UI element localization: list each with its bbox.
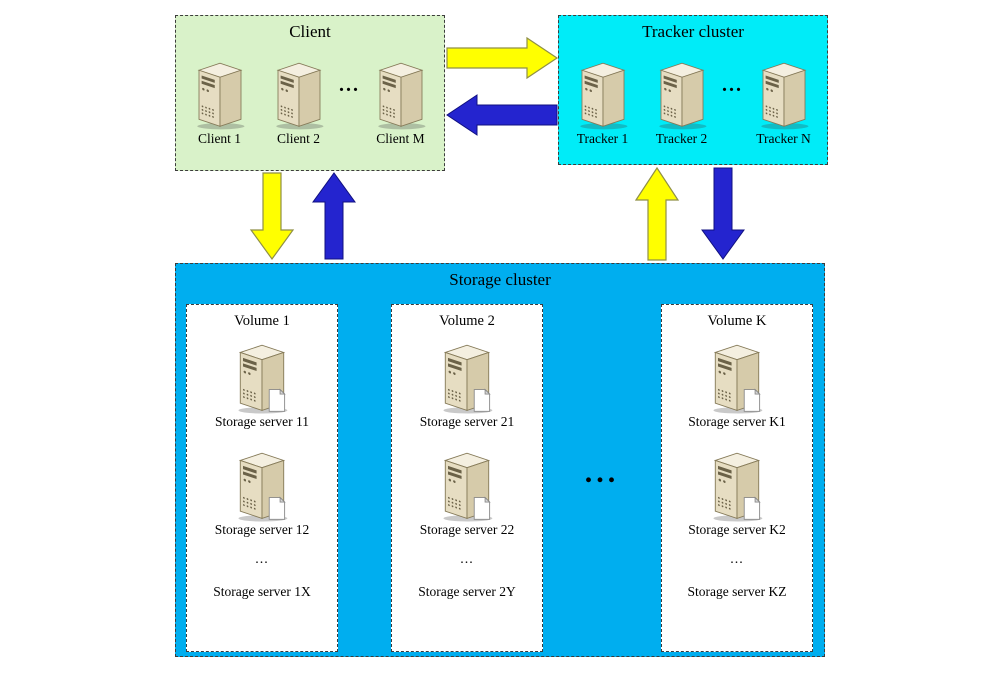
arrow-tracker-to-storage: [701, 167, 745, 260]
storage-server-label: Storage server 2Y: [418, 584, 516, 599]
tracker-box-title: Tracker cluster: [642, 22, 744, 41]
storage-server-doc-icon: [438, 338, 496, 414]
client-server-item: Client 2: [259, 56, 338, 147]
server-tower-icon: [192, 56, 248, 130]
storage-box-title: Storage cluster: [449, 270, 551, 289]
arrow-client-to-tracker: [446, 36, 559, 80]
volume-box-1: Volume 1 Storage server 11 Storage serve…: [186, 304, 338, 652]
storage-server-doc-icon: [233, 446, 291, 522]
storage-server-doc-icon: [438, 446, 496, 522]
tracker-ellipsis: ...: [722, 74, 743, 96]
storage-server-doc-icon: [708, 446, 766, 522]
volume-box-k: Volume K Storage server K1 Storage serve…: [661, 304, 813, 652]
tracker-cluster-box: Tracker cluster Tracker 1 Tracker 2 ... …: [558, 15, 828, 165]
storage-server-label: Storage server 1X: [213, 584, 311, 599]
client-server-row: Client 1 Client 2 ... Client M: [180, 56, 440, 147]
storage-server-label: Storage server K2: [688, 522, 786, 537]
tracker-server-label: Tracker 1: [576, 131, 629, 146]
arrow-storage-to-tracker: [634, 166, 680, 261]
storage-cluster-box: Storage cluster Volume 1 Storage server …: [175, 263, 825, 657]
client-server-label: Client 2: [276, 131, 321, 146]
server-tower-icon: [373, 56, 429, 130]
storage-server-doc-icon: [708, 338, 766, 414]
tracker-server-item: Tracker 1: [563, 56, 642, 147]
client-server-item: Client 1: [180, 56, 259, 147]
volume-ellipsis: ...: [730, 552, 744, 567]
volume-title: Volume 1: [234, 313, 290, 329]
tracker-server-row: Tracker 1 Tracker 2 ... Tracker N: [563, 56, 823, 147]
storage-server-label: Storage server 21: [419, 414, 515, 429]
arrow-tracker-to-client: [446, 94, 558, 136]
client-server-item: Client M: [361, 56, 440, 147]
client-box-title: Client: [289, 22, 331, 41]
tracker-server-item: Tracker N: [744, 56, 823, 147]
volume-title: Volume 2: [439, 313, 495, 329]
volume-ellipsis: ...: [460, 552, 474, 567]
client-server-label: Client 1: [197, 131, 242, 146]
server-tower-icon: [575, 56, 631, 130]
tracker-server-item: Tracker 2: [642, 56, 721, 147]
arrow-client-to-storage: [249, 172, 295, 261]
volume-ellipsis: ...: [255, 552, 269, 567]
volume-box-2: Volume 2 Storage server 21 Storage serve…: [391, 304, 543, 652]
storage-server-label: Storage server K1: [688, 414, 786, 429]
tracker-server-label: Tracker 2: [655, 131, 708, 146]
tracker-server-label: Tracker N: [756, 131, 811, 146]
storage-server-doc-icon: [233, 338, 291, 414]
server-tower-icon: [654, 56, 710, 130]
volume-title: Volume K: [707, 313, 767, 329]
storage-server-label: Storage server 11: [215, 414, 309, 429]
storage-volumes-ellipsis: ...: [584, 456, 620, 489]
server-tower-icon: [271, 56, 327, 130]
client-ellipsis: ...: [339, 74, 360, 96]
storage-server-label: Storage server 12: [214, 522, 310, 537]
client-server-label: Client M: [376, 131, 425, 146]
storage-server-label: Storage server 22: [419, 522, 515, 537]
arrow-storage-to-client: [312, 172, 356, 260]
storage-server-label: Storage server KZ: [687, 584, 787, 599]
server-tower-icon: [756, 56, 812, 130]
client-cluster-box: Client Client 1 Client 2 ... Client M: [175, 15, 445, 171]
